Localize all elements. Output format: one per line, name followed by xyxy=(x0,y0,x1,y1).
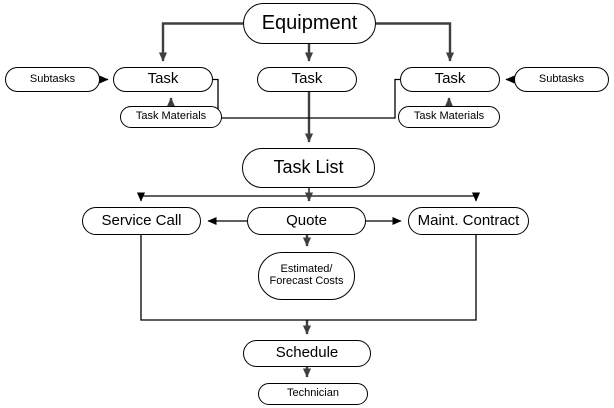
edge-equipment-task-left xyxy=(158,22,243,62)
node-maint-contract[interactable]: Maint. Contract xyxy=(408,207,529,235)
node-technician[interactable]: Technician xyxy=(258,383,368,405)
edge-maintcontract-rail xyxy=(307,235,477,321)
node-quote[interactable]: Quote xyxy=(247,207,366,235)
node-estimated-forecast-costs[interactable]: Estimated/ Forecast Costs xyxy=(258,252,355,300)
node-task-mid[interactable]: Task xyxy=(257,67,357,92)
node-task-left[interactable]: Task xyxy=(113,67,213,92)
node-subtasks-right[interactable]: Subtasks xyxy=(514,67,609,92)
node-service-call[interactable]: Service Call xyxy=(82,207,201,235)
node-task-materials-left[interactable]: Task Materials xyxy=(120,106,222,128)
node-subtasks-left[interactable]: Subtasks xyxy=(5,67,100,92)
node-task-right[interactable]: Task xyxy=(400,67,500,92)
node-equipment[interactable]: Equipment xyxy=(243,3,376,44)
node-task-list[interactable]: Task List xyxy=(242,148,375,188)
edge-servicecall-rail xyxy=(140,235,307,321)
edge-equipment-task-right xyxy=(376,22,455,62)
node-task-materials-right[interactable]: Task Materials xyxy=(398,106,500,128)
edge-task-right-merge xyxy=(309,78,400,119)
node-schedule[interactable]: Schedule xyxy=(243,340,371,367)
edge-task-left-merge xyxy=(213,78,309,119)
